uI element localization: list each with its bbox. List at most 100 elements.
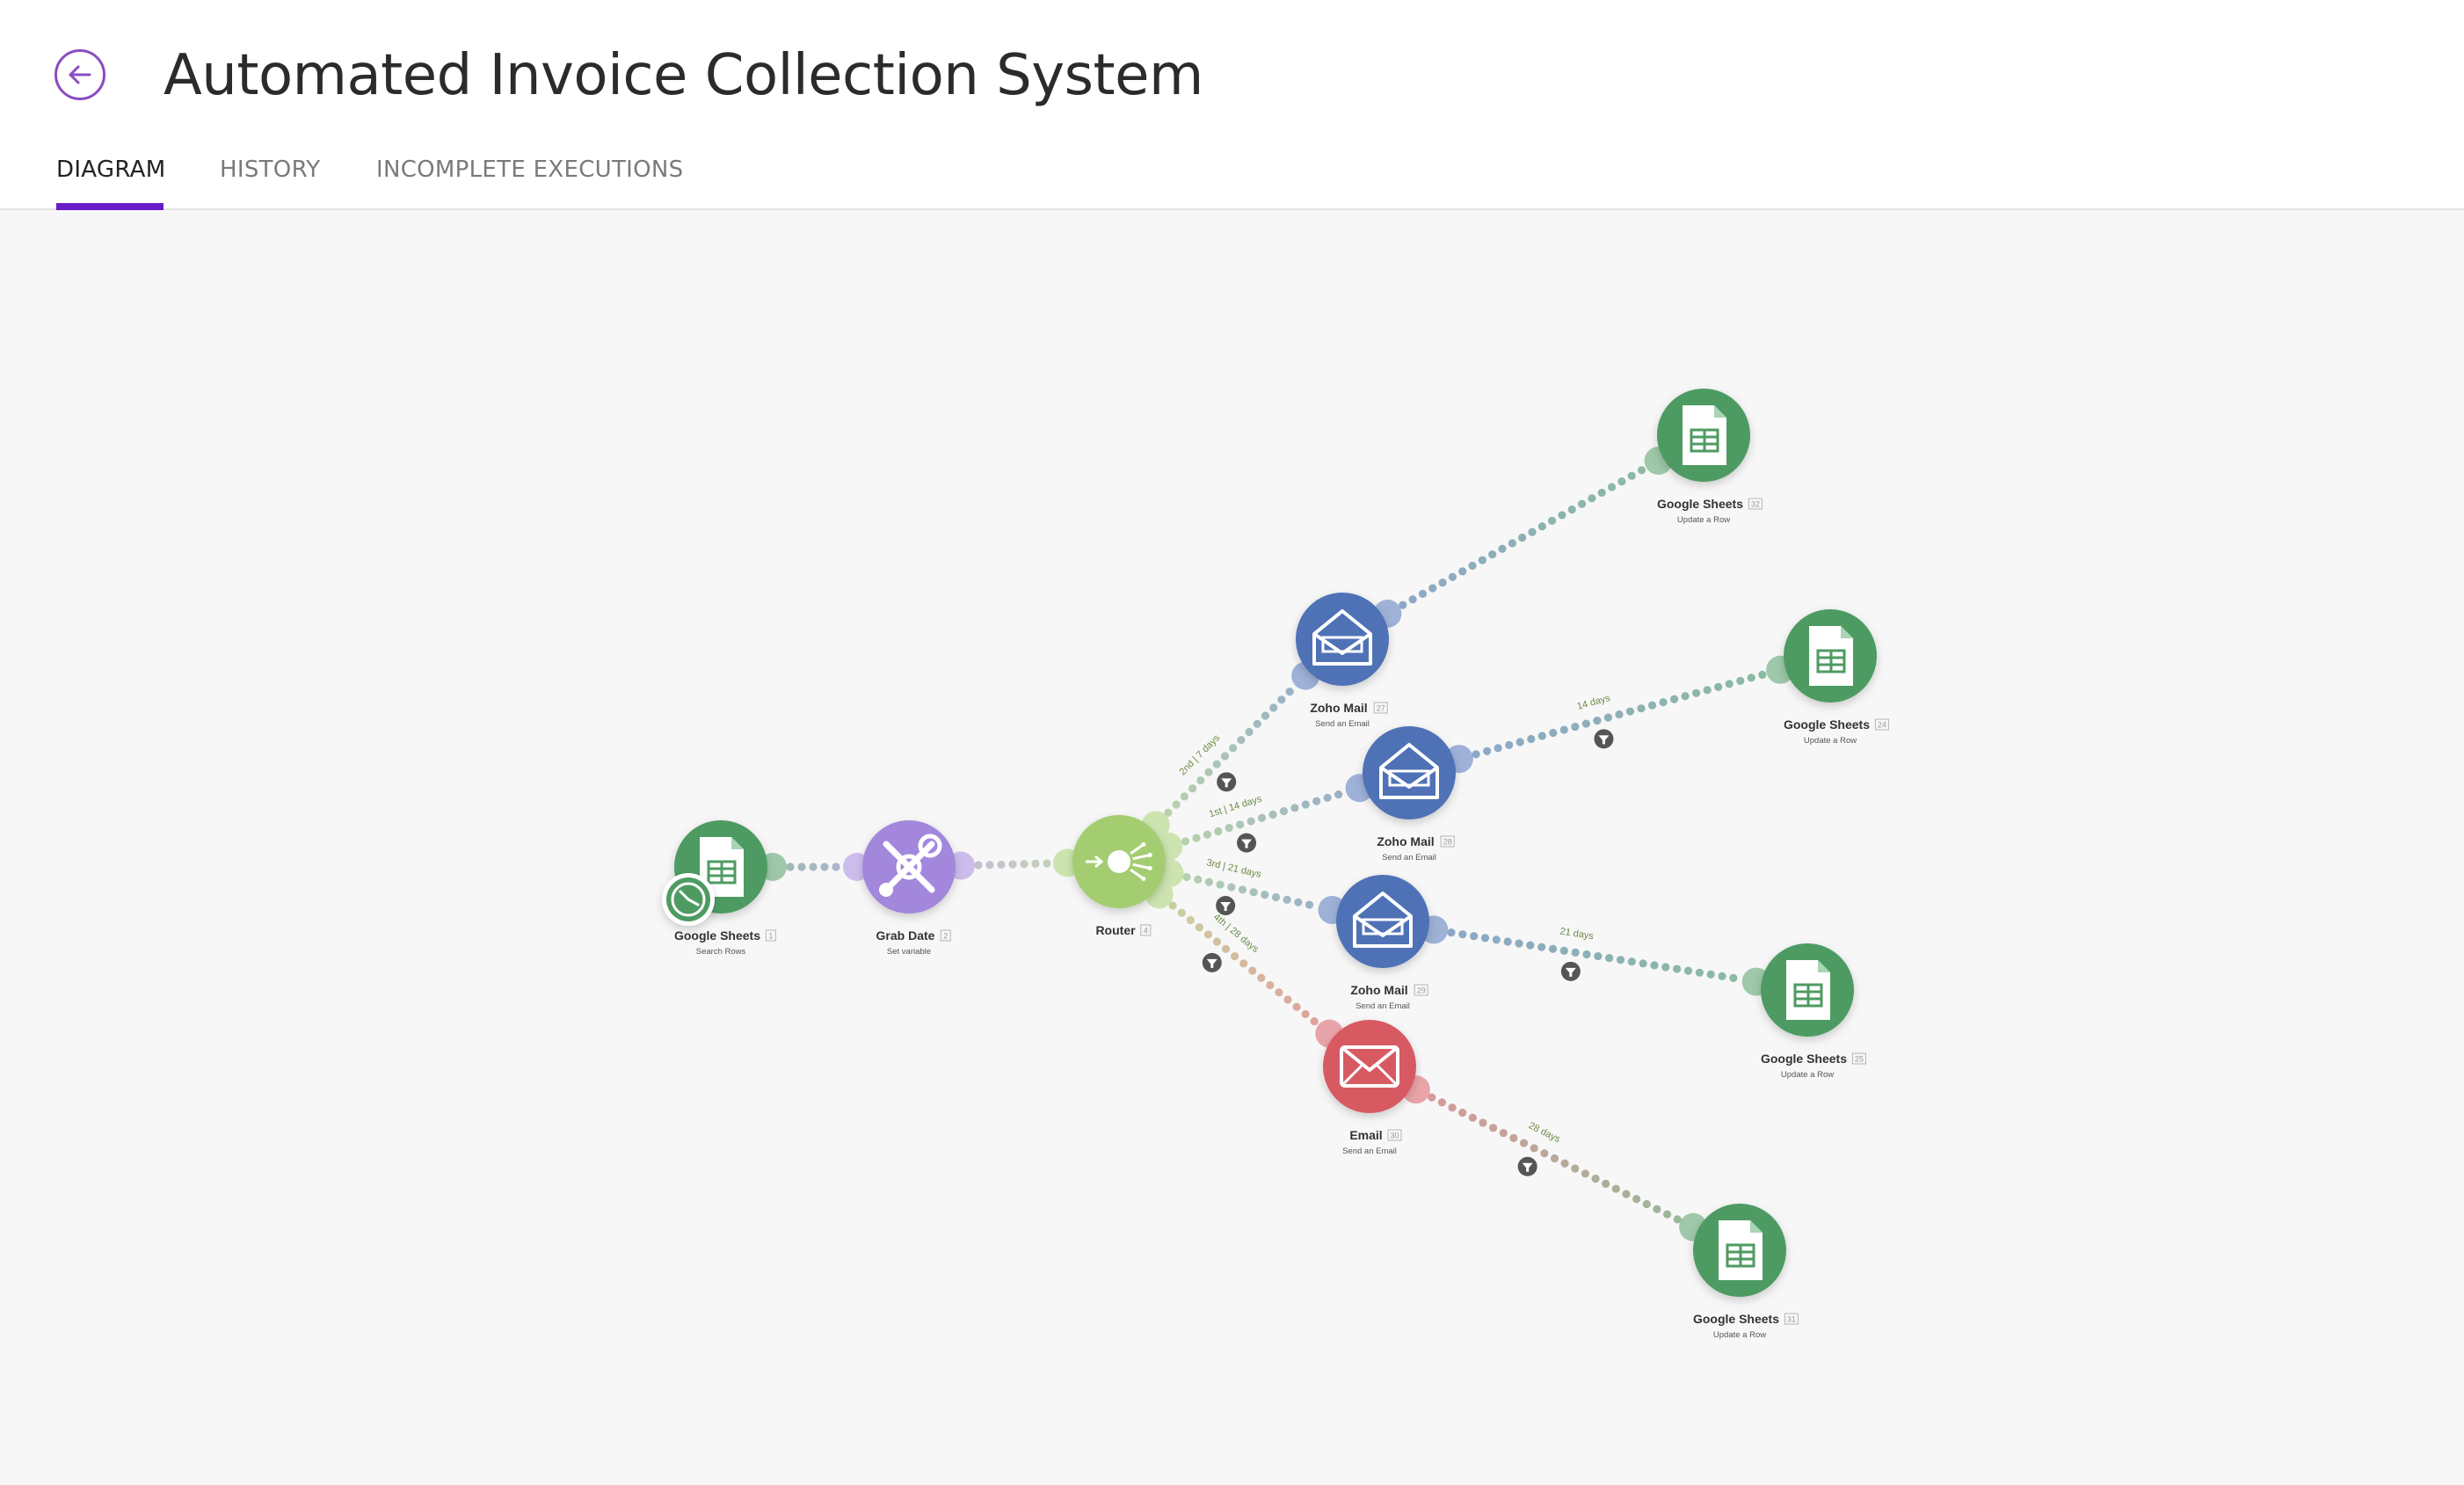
schedule-clock-icon[interactable]	[662, 873, 715, 926]
connection-route[interactable]: 28 days	[1401, 1075, 1708, 1241]
connection-dot	[1428, 1093, 1436, 1102]
connection-dot	[997, 860, 1006, 869]
connection-dot	[1168, 901, 1177, 910]
module-id-box	[1874, 718, 1889, 731]
connection-dot	[1505, 740, 1514, 750]
connection-dot	[1283, 895, 1291, 904]
connection-dot	[809, 863, 818, 871]
connection-dot	[1290, 804, 1299, 812]
connection-dot	[1714, 682, 1723, 691]
filter-icon[interactable]	[1237, 833, 1257, 853]
connection-route[interactable]: 1st | 14 days	[1154, 774, 1374, 861]
connection-dot	[1323, 793, 1332, 803]
module-id: 25	[1855, 1055, 1864, 1064]
connection-dot	[1669, 695, 1679, 703]
tab-diagram[interactable]: DIAGRAM	[56, 157, 165, 210]
connection-dot	[1468, 1113, 1477, 1122]
connection-dot	[1238, 885, 1247, 894]
module-bubble[interactable]	[1363, 726, 1456, 819]
route-label: 4th | 28 days	[1211, 912, 1261, 955]
connection-dot	[1515, 738, 1524, 746]
module-bubble[interactable]	[1323, 1020, 1416, 1113]
connection-dot	[1408, 595, 1417, 604]
filter-icon[interactable]	[1560, 961, 1581, 981]
connection-dot	[1192, 833, 1201, 842]
connection-dot	[1478, 556, 1486, 564]
module-bubble[interactable]	[1336, 875, 1429, 968]
module-id-box	[1414, 984, 1428, 996]
tab-incomplete-executions[interactable]: INCOMPLETE EXECUTIONS	[376, 157, 684, 183]
connection-dot	[1220, 752, 1230, 761]
connection-dot	[1558, 511, 1566, 520]
filter-icon[interactable]	[1517, 1156, 1537, 1176]
connection-dot	[1312, 797, 1321, 805]
route-label: 2nd | 7 days	[1177, 732, 1222, 777]
connection-route[interactable]: 21 days	[1420, 915, 1770, 996]
connection-dot	[1275, 988, 1283, 997]
connection-dot	[1725, 680, 1734, 688]
connection-dot	[1729, 973, 1738, 983]
connection-dot	[1271, 892, 1281, 902]
connection-dot	[1483, 746, 1492, 755]
connection-dot	[1559, 725, 1568, 734]
module-bubble[interactable]	[1296, 593, 1389, 686]
back-button[interactable]	[55, 49, 105, 100]
connection-dot	[1008, 860, 1017, 869]
connection-dot	[1509, 1133, 1518, 1142]
module-action: Update a Row	[1677, 515, 1730, 525]
connection-dot	[1268, 810, 1277, 819]
route-label: 1st | 14 days	[1208, 794, 1263, 820]
connection-dot	[1673, 1215, 1682, 1224]
connection-route[interactable]: 14 days	[1444, 655, 1795, 774]
connection-dot	[1650, 961, 1659, 970]
connection-dot	[1591, 1175, 1600, 1183]
module-action: Set variable	[887, 947, 931, 957]
connection-dot	[1567, 505, 1576, 514]
connection-dot	[1527, 734, 1536, 744]
connection-route[interactable]	[946, 848, 1082, 880]
connection-route[interactable]	[759, 853, 871, 881]
connection-dot	[1448, 572, 1457, 581]
connection-dot	[1448, 1103, 1457, 1112]
connection-dot	[1718, 972, 1726, 980]
connection-dot	[1661, 963, 1670, 972]
tab-history[interactable]: HISTORY	[220, 157, 321, 183]
connection-dot	[1468, 561, 1477, 571]
connection-dot	[1647, 701, 1657, 710]
connection-dot	[1703, 686, 1712, 695]
connection-dot	[1673, 965, 1682, 973]
connection-dot	[1418, 589, 1428, 598]
connection-dot	[1285, 688, 1294, 696]
connection-dot	[974, 861, 983, 870]
module-id: 30	[1390, 1132, 1399, 1140]
module-action: Send an Email	[1342, 1147, 1397, 1156]
connection-route[interactable]: 4th | 28 days	[1145, 880, 1344, 1048]
filter-icon[interactable]	[1594, 729, 1614, 749]
module-action: Update a Row	[1781, 1070, 1834, 1080]
filter-icon[interactable]	[1202, 952, 1222, 972]
connection-dot	[1261, 711, 1270, 720]
module-name: Google Sheets	[1693, 1312, 1779, 1326]
filter-icon[interactable]	[1216, 896, 1236, 916]
connection-route[interactable]	[1373, 447, 1673, 628]
connection-dot	[1625, 707, 1635, 716]
connection-dot	[1181, 837, 1190, 846]
connection-dot	[1438, 579, 1447, 587]
connection-dot	[1204, 768, 1213, 776]
connection-dot	[1528, 528, 1537, 536]
connection-dot	[1204, 877, 1214, 886]
connection-dot	[1637, 466, 1646, 475]
filter-icon[interactable]	[1217, 772, 1237, 792]
